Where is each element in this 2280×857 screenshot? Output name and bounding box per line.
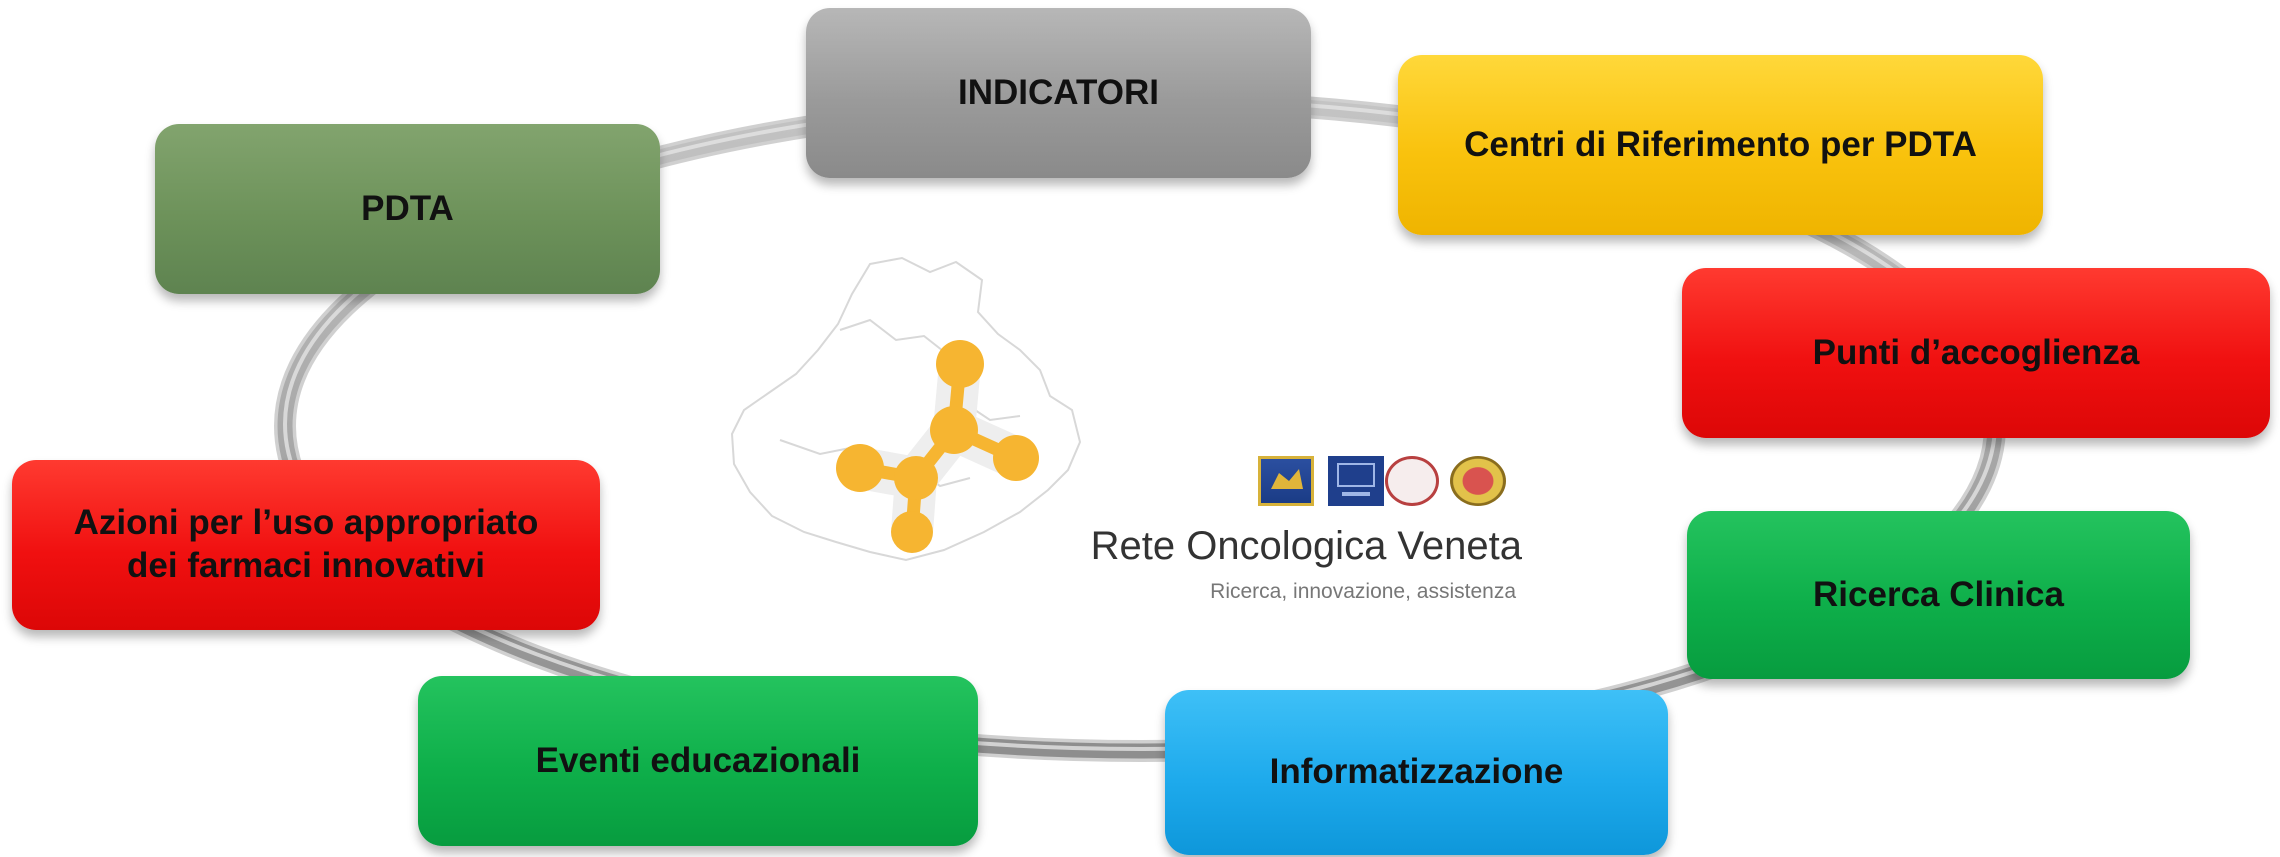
node-pdta: PDTA xyxy=(155,124,660,294)
node-pdta-label: PDTA xyxy=(361,188,454,228)
node-azioni-farmaci-innovativi: Azioni per l’uso appropriato dei farmaci… xyxy=(12,460,600,630)
logo-subtitle: Ricerca, innovazione, assistenza xyxy=(1210,580,1516,603)
university-verona-seal xyxy=(1450,456,1506,506)
node-centri-di-riferimento: Centri di Riferimento per PDTA xyxy=(1398,55,2043,235)
veneto-map-outline xyxy=(730,256,1082,562)
node-informatizzazione-label: Informatizzazione xyxy=(1269,752,1564,792)
node-centri-label: Centri di Riferimento per PDTA xyxy=(1464,124,1977,164)
node-azioni-label-line-1: Azioni per l’uso appropriato xyxy=(73,503,539,543)
regione-veneto-emblem xyxy=(1258,456,1314,506)
node-indicatori: INDICATORI xyxy=(806,8,1311,178)
node-indicatori-label: INDICATORI xyxy=(958,73,1159,112)
molecule-atoms xyxy=(836,340,1039,553)
node-eventi-educazionali: Eventi educazionali xyxy=(418,676,978,846)
node-ricerca-label: Ricerca Clinica xyxy=(1813,574,2064,614)
istituto-oncologico-emblem xyxy=(1328,456,1384,506)
node-informatizzazione: Informatizzazione xyxy=(1165,690,1668,855)
node-punti-accoglienza: Punti d’accoglienza xyxy=(1682,268,2270,438)
university-padova-seal xyxy=(1385,456,1439,506)
logo-title: Rete Oncologica Veneta xyxy=(1090,524,1522,568)
node-eventi-label: Eventi educazionali xyxy=(535,740,861,780)
node-punti-label: Punti d’accoglienza xyxy=(1812,332,2140,372)
node-azioni-label-line-2: dei farmaci innovativi xyxy=(127,546,485,585)
node-ricerca-clinica: Ricerca Clinica xyxy=(1687,511,2190,679)
rete-oncologica-logo xyxy=(730,256,1082,562)
